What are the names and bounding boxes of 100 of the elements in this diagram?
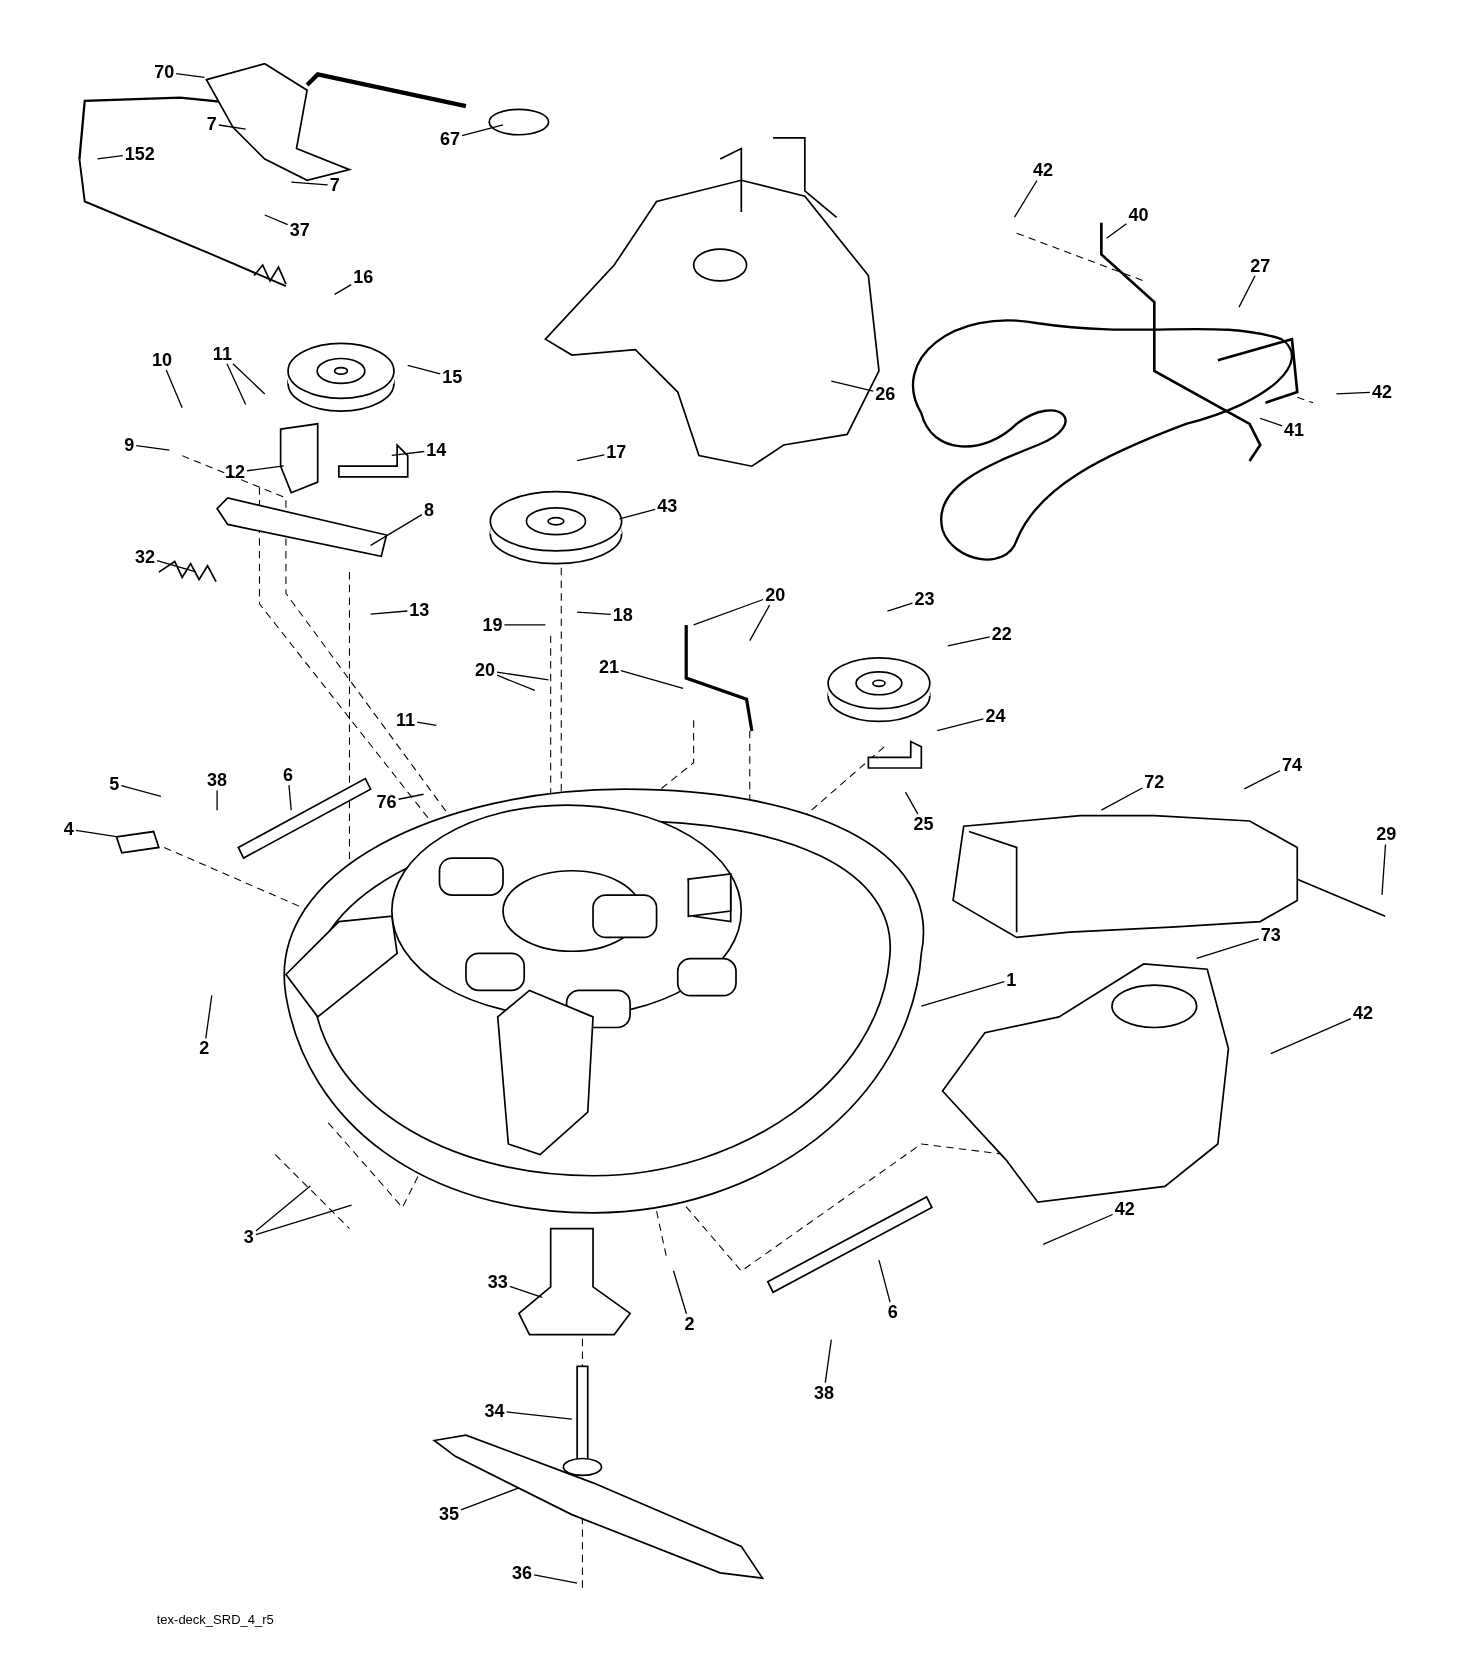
leader-line: [1259, 417, 1283, 427]
leader-line: [135, 445, 171, 451]
drawing-code: tex-deck_SRD_4_r5: [156, 1611, 274, 1627]
leader-line: [156, 559, 197, 573]
callout-number: 11: [396, 711, 416, 730]
leader-line: [218, 124, 247, 130]
callout-number: 38: [813, 1383, 834, 1402]
callout-number: 13: [409, 600, 430, 619]
callout-number: 42: [1371, 382, 1392, 401]
callout-number: 20: [765, 586, 786, 605]
callout-number: 74: [1281, 755, 1302, 774]
leader-line: [576, 454, 605, 462]
leader-line: [460, 1487, 520, 1511]
callout-number: 26: [875, 384, 896, 403]
callout-number: 32: [135, 548, 156, 566]
leader-line: [886, 602, 914, 612]
callout-number: 67: [440, 129, 461, 148]
leader-line: [175, 72, 206, 78]
leader-line: [878, 1259, 891, 1303]
callout-number: 27: [1250, 256, 1271, 275]
leader-line: [370, 610, 408, 615]
callout-number: 19: [482, 615, 503, 634]
leader-line: [1100, 787, 1143, 811]
leader-line: [226, 363, 247, 406]
callout-number: 42: [1114, 1200, 1135, 1219]
callout-number: 5: [109, 774, 120, 793]
leader-line: [255, 1204, 353, 1236]
leader-line: [824, 1339, 832, 1384]
callout-number: 40: [1128, 205, 1149, 224]
callout-number: 7: [206, 114, 217, 133]
callout-number: 70: [154, 63, 175, 81]
leader-line: [1243, 770, 1281, 790]
leader-line: [391, 450, 425, 456]
leader-line: [232, 363, 266, 395]
callout-number: 22: [991, 625, 1012, 644]
leader-line: [407, 364, 441, 375]
leader-line: [1196, 938, 1260, 960]
callout-number: 42: [1352, 1004, 1373, 1023]
leader-line: [618, 508, 656, 520]
leader-line: [904, 791, 919, 815]
leader-line: [120, 784, 162, 797]
leader-line: [416, 721, 437, 727]
leader-line: [672, 1270, 688, 1315]
leader-line: [96, 155, 124, 160]
callout-number: 76: [376, 792, 397, 811]
leader-line: [576, 611, 612, 616]
callout-number: 16: [353, 268, 374, 287]
leader-line: [165, 369, 183, 409]
callout-number: 24: [985, 706, 1006, 725]
callout-number: 41: [1284, 420, 1305, 439]
callout-number: 25: [913, 814, 934, 833]
leader-line: [920, 980, 1005, 1007]
leader-line: [947, 636, 991, 647]
leader-line: [496, 674, 536, 692]
callout-number: 10: [152, 351, 173, 370]
callout-number: 12: [225, 463, 246, 482]
leader-line: [205, 994, 213, 1040]
callout-number: 3: [243, 1227, 254, 1246]
callout-number: 37: [289, 220, 310, 239]
leader-line: [397, 793, 425, 800]
leader-line: [533, 1574, 578, 1584]
leader-line: [461, 124, 504, 137]
leader-line: [290, 181, 329, 186]
callout-number: 42: [1033, 161, 1054, 180]
leader-line: [936, 718, 985, 732]
leader-line: [620, 669, 684, 689]
callout-number: 6: [887, 1303, 898, 1322]
callout-number: 15: [442, 368, 463, 386]
callout-number: 21: [598, 658, 619, 677]
leader-line: [1335, 391, 1371, 395]
callout-number: 73: [1260, 926, 1281, 945]
callout-number: 38: [207, 771, 228, 790]
leader-line: [496, 671, 550, 681]
leader-line: [264, 214, 289, 226]
leader-line: [830, 380, 874, 392]
callout-number: 4: [63, 820, 74, 839]
leader-line: [1270, 1018, 1352, 1055]
callout-number: 14: [426, 441, 447, 460]
callout-number: 35: [439, 1505, 459, 1524]
leader-line: [255, 1185, 311, 1232]
callout-number: 6: [283, 766, 294, 785]
callout-number: 2: [684, 1314, 695, 1333]
callout-number: 72: [1144, 772, 1165, 791]
callout-number: 29: [1376, 825, 1397, 844]
leader-line: [1042, 1213, 1114, 1245]
leader-line: [503, 624, 547, 626]
leader-line: [216, 789, 218, 811]
leader-line: [509, 1285, 543, 1298]
leader-line: [1238, 275, 1256, 308]
callout-number: 43: [657, 497, 678, 516]
leader-line: [749, 604, 771, 642]
leader-line: [75, 829, 118, 838]
callout-number: 11: [212, 344, 232, 363]
leader-line: [1381, 843, 1387, 896]
leader-line: [693, 598, 764, 626]
leader-line: [1106, 223, 1128, 239]
callout-number: 8: [423, 501, 434, 520]
callout-number: 9: [124, 435, 135, 454]
leader-line: [288, 784, 292, 811]
callout-number: 2: [199, 1039, 210, 1058]
